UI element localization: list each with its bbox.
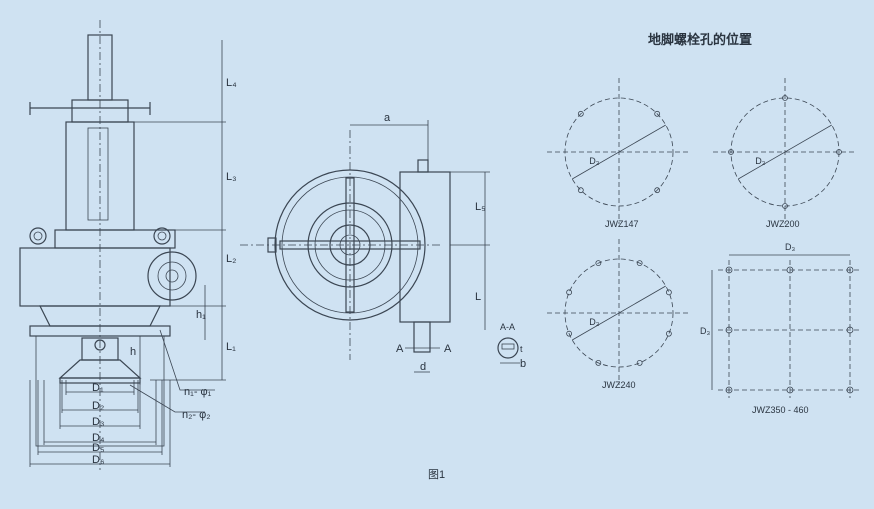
layout-label: JWZ147 bbox=[605, 219, 639, 229]
diameter-label: D₃ bbox=[589, 156, 599, 166]
bolt-hole bbox=[786, 386, 794, 394]
bolt-holes-title: 地脚螺栓孔的位置 bbox=[648, 32, 752, 47]
diameter-label: D₃ bbox=[92, 416, 104, 428]
dim-label-a: a bbox=[384, 112, 391, 124]
diameter-label: D₃ bbox=[589, 317, 599, 327]
bolt-hole bbox=[566, 330, 573, 337]
bolt-hole bbox=[595, 359, 602, 366]
dim-label: L₄ bbox=[226, 77, 237, 89]
diameter-label: D₃ bbox=[755, 156, 765, 166]
bolt-hole bbox=[725, 266, 733, 274]
dim-label: L₃ bbox=[226, 171, 237, 183]
section-title: A-A bbox=[500, 322, 515, 332]
diameter-label: D₂ bbox=[92, 400, 104, 412]
bolt-hole bbox=[846, 266, 854, 274]
bolt-hole bbox=[782, 95, 788, 101]
bolt-hole bbox=[636, 260, 643, 267]
bolt-hole bbox=[782, 203, 788, 209]
bolt-hole bbox=[786, 266, 794, 274]
dim-label-l: L bbox=[475, 291, 481, 303]
section-mark-left: A bbox=[396, 343, 404, 355]
bolt-hole bbox=[665, 289, 672, 296]
bolt-layouts: D₃ D₃ D₃ D₃ D₃ bbox=[547, 78, 860, 398]
dim-label-d: d bbox=[420, 361, 426, 373]
layout-label: JWZ350 - 460 bbox=[752, 405, 809, 415]
bolt-hole bbox=[725, 386, 733, 394]
front-view: L₄ L₃ L₂ L₁ h₁ h n₁- φ₁ n₂- φ₂ bbox=[19, 20, 237, 470]
diameter-label: D₅ bbox=[92, 442, 104, 454]
dim-label-l5: L₅ bbox=[475, 201, 486, 213]
dim-label: L₂ bbox=[226, 253, 236, 265]
bolt-hole bbox=[665, 330, 672, 337]
hole-label-1: n₁- φ₁ bbox=[184, 386, 212, 398]
bolt-hole bbox=[836, 149, 842, 155]
hole-label-2: n₂- φ₂ bbox=[182, 409, 211, 421]
bolt-hole bbox=[654, 110, 661, 117]
bolt-hole bbox=[846, 326, 854, 334]
bolt-hole bbox=[636, 359, 643, 366]
top-view: a L₅ L A A d A-A t b bbox=[240, 112, 526, 373]
dimension-label: D₃ bbox=[785, 242, 795, 252]
bolt-circle bbox=[564, 97, 674, 207]
dim-label-b: b bbox=[520, 358, 526, 370]
layout-label: JWZ240 bbox=[602, 380, 636, 390]
bolt-hole bbox=[846, 386, 854, 394]
dim-label-h1: h₁ bbox=[196, 309, 206, 321]
layout-label: JWZ200 bbox=[766, 219, 800, 229]
diameter-label: D₁ bbox=[92, 382, 104, 394]
dimension-label: D₃ bbox=[700, 326, 710, 336]
bolt-circle bbox=[730, 97, 840, 207]
bolt-hole bbox=[566, 289, 573, 296]
bolt-hole bbox=[654, 187, 661, 194]
bolt-hole bbox=[728, 149, 734, 155]
dim-label-t: t bbox=[520, 344, 523, 354]
bolt-hole bbox=[725, 326, 733, 334]
bolt-hole bbox=[577, 110, 584, 117]
dim-label-h: h bbox=[130, 346, 136, 358]
bolt-hole bbox=[595, 260, 602, 267]
figure-caption: 图1 bbox=[428, 468, 445, 481]
bolt-circle bbox=[564, 258, 674, 368]
dim-label: L₁ bbox=[226, 341, 236, 353]
diameter-label: D₆ bbox=[92, 454, 104, 466]
section-mark-right: A bbox=[444, 343, 452, 355]
diameter-label: D₄ bbox=[92, 432, 105, 444]
bolt-hole bbox=[577, 187, 584, 194]
